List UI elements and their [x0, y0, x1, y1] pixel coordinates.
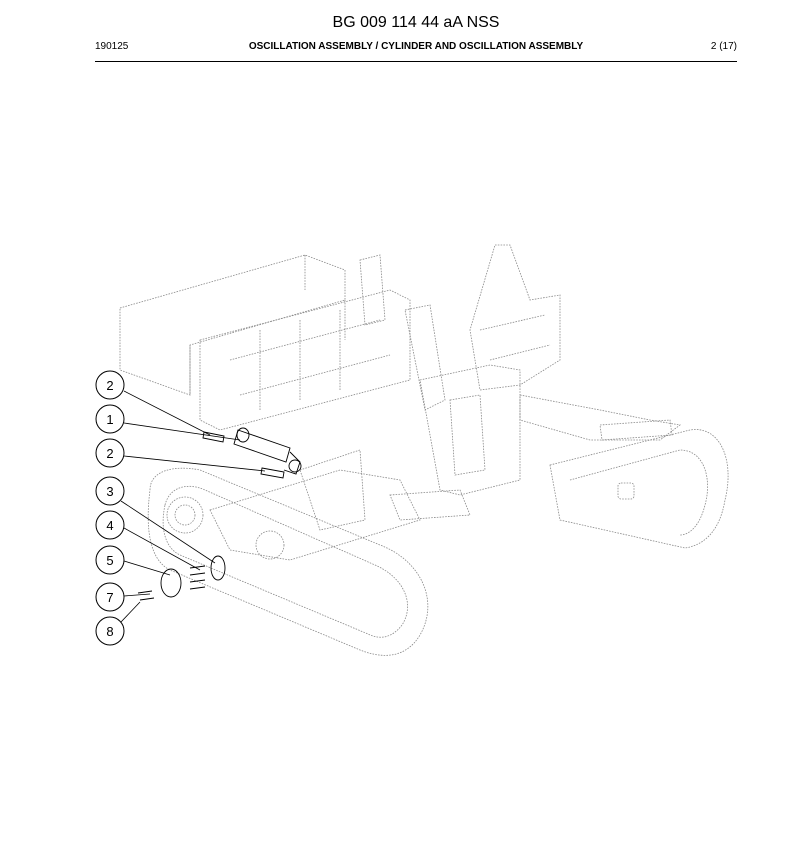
svg-text:5: 5 — [106, 553, 113, 568]
callout-item: 4 — [95, 510, 125, 540]
machine-frame-outline — [119, 244, 729, 656]
callout-item: 5 — [95, 545, 125, 575]
svg-text:2: 2 — [106, 378, 113, 393]
section-title: OSCILLATION ASSEMBLY / CYLINDER AND OSCI… — [248, 41, 584, 52]
svg-text:2: 2 — [106, 446, 113, 461]
svg-text:4: 4 — [106, 518, 113, 533]
page-number: 2 (17) — [710, 41, 737, 52]
callout-item: 2 — [95, 370, 125, 400]
callout-item: 2 — [95, 438, 125, 468]
svg-text:8: 8 — [106, 624, 113, 639]
svg-text:3: 3 — [106, 484, 113, 499]
callout-item: 7 — [95, 582, 125, 612]
document-date: 190125 — [95, 41, 129, 52]
callout-bubbles: 2 1 2 3 4 5 7 8 — [95, 370, 125, 646]
svg-text:1: 1 — [106, 412, 113, 427]
document-number: BG 009 114 44 aA NSS — [332, 14, 500, 31]
callout-item: 3 — [95, 476, 125, 506]
callout-item: 8 — [95, 616, 125, 646]
header-rule — [95, 61, 737, 62]
svg-text:7: 7 — [106, 590, 113, 605]
callout-item: 1 — [95, 404, 125, 434]
highlighted-parts — [137, 427, 302, 601]
callout-leaders — [120, 390, 266, 623]
